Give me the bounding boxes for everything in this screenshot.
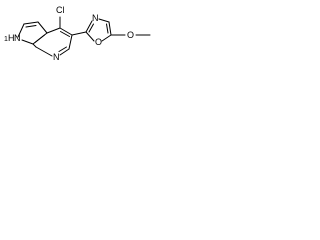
pyridine-nitrogen-label: N — [53, 52, 60, 62]
bond-c5-ox-c2 — [71, 31, 87, 36]
bond-ox-c2-n3-double — [88, 23, 94, 33]
bond-c3a-c4 — [46, 27, 61, 34]
bond-c6-n7-double — [58, 46, 67, 52]
bond-c3a-c7a-double — [34, 34, 45, 43]
bond-c2-c3 — [23, 21, 39, 25]
nh-nitrogen-label: N — [14, 33, 21, 43]
methoxy-oxygen-label: O — [127, 30, 134, 40]
bond-ox-c5-o1 — [101, 34, 112, 42]
bond-c5-c6 — [68, 34, 73, 50]
bond-c4-c5-double — [60, 31, 70, 37]
oxazole-nitrogen-label: N — [92, 13, 99, 23]
bond-c3-c3a — [37, 21, 48, 34]
nh-hydrogen-label: H — [8, 33, 15, 43]
structure-diagram: Cl 1 H N N N O O — [4, 5, 151, 62]
bond-c2-c3-double — [25, 25, 37, 28]
bond-c7a-n1 — [21, 39, 34, 45]
label-layer: Cl 1 H N N N O O — [4, 5, 134, 62]
bond-n1-c2 — [17, 23, 25, 38]
bond-ox-c2-n3 — [85, 20, 93, 33]
bond-ox-n3-c4 — [98, 18, 110, 23]
bond-layer — [17, 16, 151, 57]
bond-c4-c5 — [59, 27, 73, 36]
oxazole-oxygen-label: O — [95, 37, 102, 47]
bond-c7a-c7a — [32, 43, 37, 48]
molecule-canvas: Cl 1 H N N N O O — [0, 0, 160, 69]
bond-ox-c4-c5-double — [106, 23, 109, 34]
bond-ox-c4-c5 — [108, 21, 112, 36]
bond-c6-n7 — [59, 48, 70, 56]
bond-ox-o1-c2 — [85, 31, 95, 42]
nh-hydrogen-prefix: 1 — [4, 36, 8, 43]
chlorine-label: Cl — [56, 5, 65, 15]
bond-n7-c7a — [35, 46, 53, 57]
